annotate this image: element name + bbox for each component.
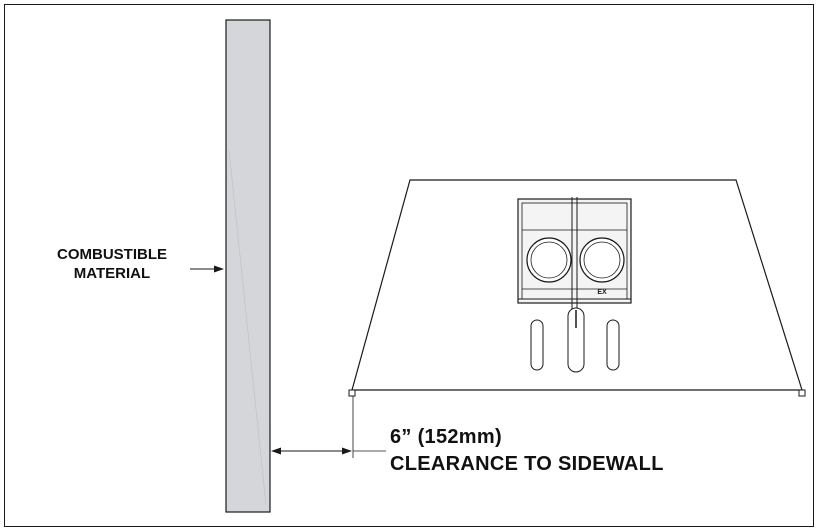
wall-pointer-arrow	[190, 265, 224, 273]
slot-right	[606, 319, 620, 371]
vent-cap: EX	[517, 197, 632, 316]
combustible-line-2: MATERIAL	[73, 265, 151, 282]
mounting-slots	[530, 307, 620, 373]
intake-pipe-opening	[526, 237, 572, 283]
clearance-text-label: CLEARANCE TO SIDEWALL	[390, 453, 664, 475]
exhaust-marking: EX	[597, 289, 607, 296]
combustible-wall	[225, 19, 271, 513]
slot-left	[530, 319, 544, 371]
combustible-material-label: COMBUSTIBLE MATERIAL	[32, 245, 192, 283]
combustible-line-1: COMBUSTIBLE	[57, 246, 167, 263]
clearance-dimension	[269, 396, 386, 458]
slot-center	[567, 307, 585, 373]
clearance-value-label: 6” (152mm)	[390, 426, 502, 448]
exhaust-pipe-opening	[579, 237, 625, 283]
